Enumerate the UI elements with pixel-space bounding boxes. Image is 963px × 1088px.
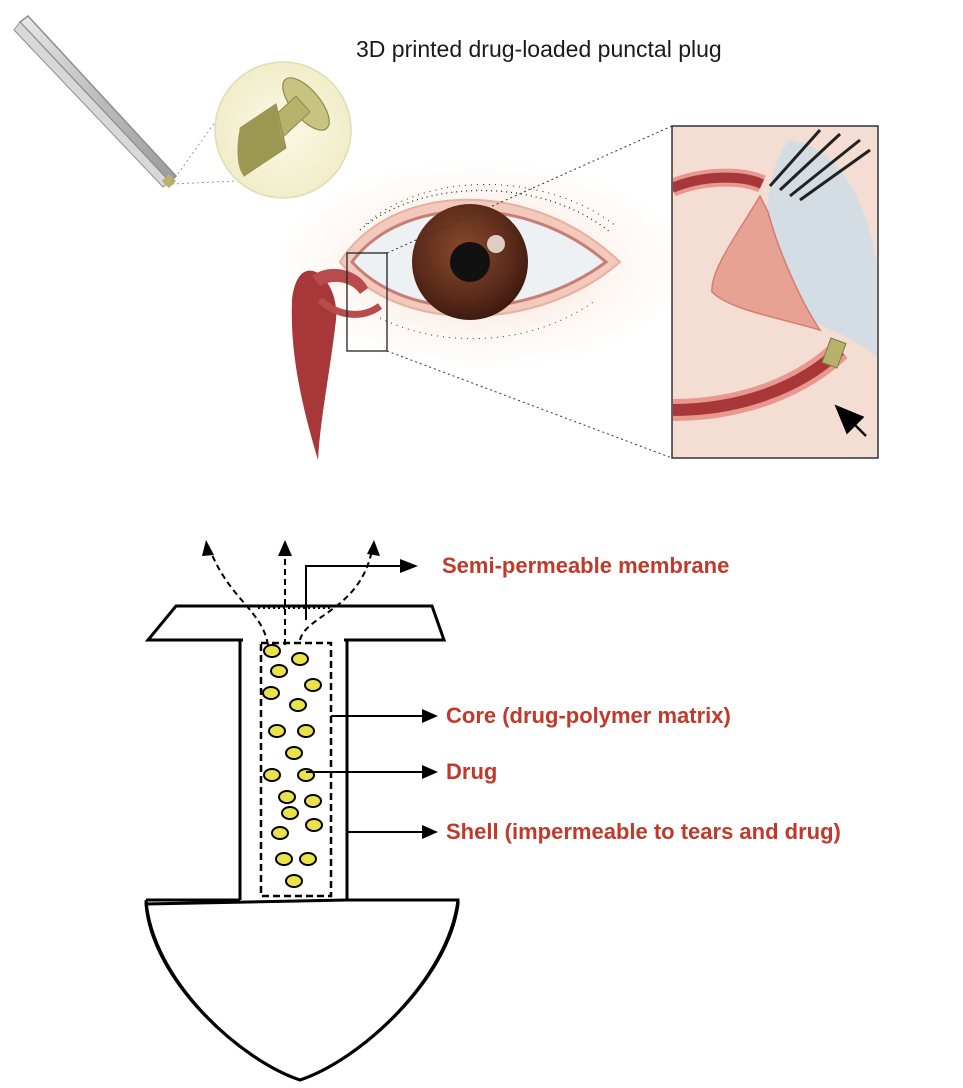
figure-title: 3D printed drug-loaded punctal plug — [356, 36, 722, 63]
label-membrane: Semi-permeable membrane — [442, 553, 729, 579]
punctal-plug-icon — [215, 62, 351, 198]
zoom-line — [387, 351, 672, 458]
arrow-icon — [202, 540, 380, 556]
zoom-inset — [672, 126, 882, 458]
label-drug: Drug — [446, 759, 497, 785]
label-shell: Shell (impermeable to tears and drug) — [446, 819, 841, 845]
label-core: Core (drug-polymer matrix) — [446, 703, 731, 729]
arrow-icon — [400, 559, 438, 839]
eye-icon — [275, 160, 685, 460]
plug-schematic — [146, 540, 458, 1080]
plug-head — [148, 606, 444, 640]
drug-particles — [263, 645, 322, 887]
tweezers-icon — [14, 16, 176, 188]
plug-tip — [146, 900, 458, 1080]
